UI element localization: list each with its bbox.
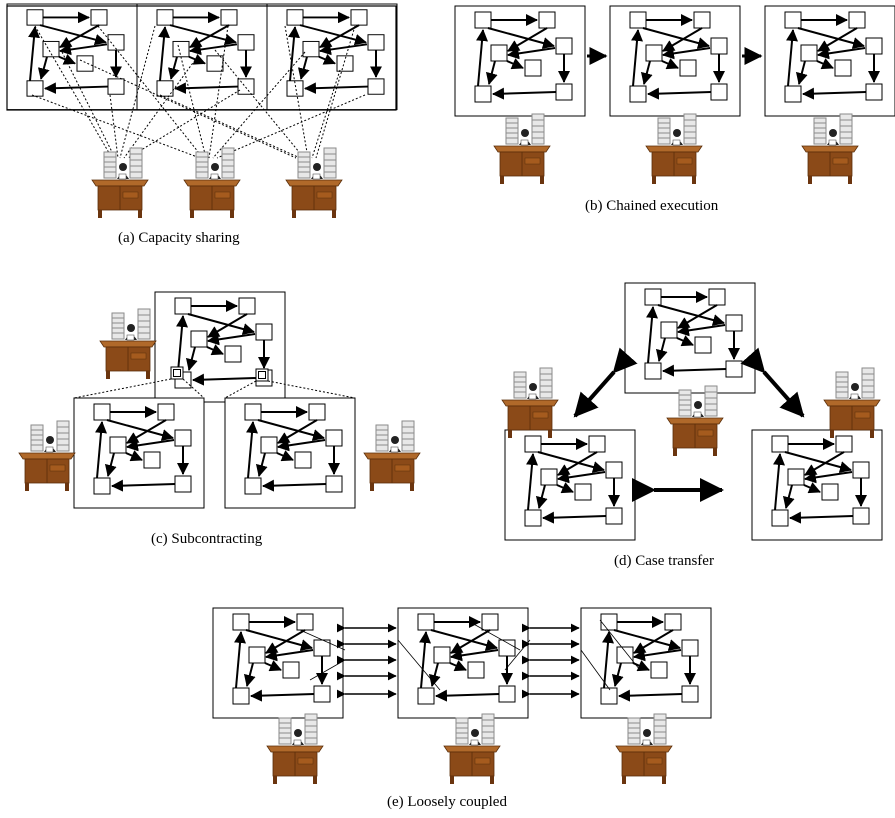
office-desk-icon (91, 147, 149, 219)
office-desk-icon (266, 713, 324, 785)
office-desk-icon (363, 420, 421, 492)
workflow-process-icon (7, 4, 137, 110)
workflow-process-icon (455, 6, 585, 116)
office-desk-icon (443, 713, 501, 785)
caption-chained-execution: (b) Chained execution (585, 198, 719, 214)
subcontract-zoom-lines (73, 378, 356, 399)
inter-process-thin-links (299, 619, 641, 691)
caption-loosely-coupled: (e) Loosely coupled (387, 794, 507, 810)
caption-case-transfer: (d) Case transfer (614, 553, 714, 569)
bidirectional-arrow-icon (740, 347, 805, 418)
office-desk-icon (493, 113, 551, 185)
office-desk-icon (645, 113, 703, 185)
shared-process-a (7, 4, 137, 110)
panel-b-chained-execution (455, 6, 895, 185)
workflow-process-icon (74, 398, 204, 508)
caption-subcontracting: (c) Subcontracting (151, 531, 263, 547)
workflow-process-icon (137, 4, 267, 110)
workflow-process-icon (765, 6, 895, 116)
panel-e-loosely-coupled (213, 608, 711, 785)
panel-d-case-transfer (501, 283, 882, 540)
workflow-process-icon (625, 283, 755, 393)
workflow-process-icon (610, 6, 740, 116)
office-desk-icon (501, 367, 559, 439)
workflow-process-icon (581, 608, 711, 718)
panel-a-capacity-sharing (7, 4, 397, 219)
workflow-process-icon (225, 398, 355, 508)
office-desk-icon (615, 713, 673, 785)
office-desk-icon (801, 113, 859, 185)
office-desk-icon (99, 308, 157, 380)
office-desk-icon (823, 367, 881, 439)
inter-process-message-arrows (336, 623, 580, 699)
workflow-process-icon (155, 292, 285, 402)
resource-links (31, 25, 366, 159)
workflow-process-icon (505, 430, 635, 540)
bidirectional-arrow-icon (573, 347, 638, 418)
panel-c-subcontracting (18, 292, 421, 508)
caption-capacity-sharing: (a) Capacity sharing (118, 230, 240, 246)
office-desk-icon (285, 147, 343, 219)
workflow-process-icon (752, 430, 882, 540)
office-desk-icon (183, 147, 241, 219)
shared-process-b (137, 4, 267, 110)
office-desk-icon (666, 385, 724, 457)
workflow-process-icon (213, 608, 343, 718)
office-desk-icon (18, 420, 76, 492)
